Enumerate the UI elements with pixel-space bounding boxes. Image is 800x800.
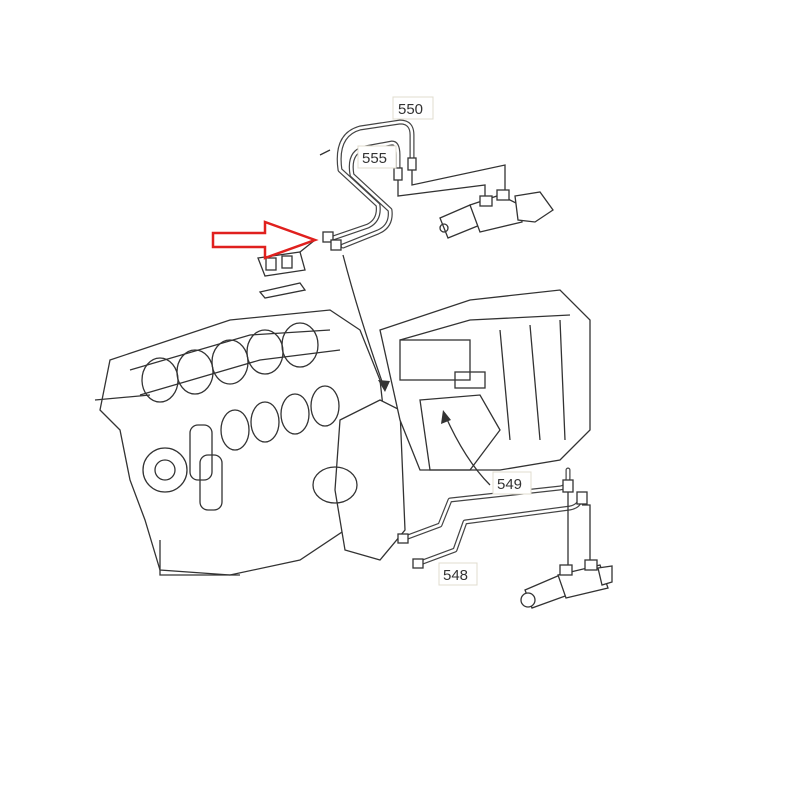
label-555: 555 <box>357 145 397 169</box>
highlight-arrow <box>211 220 319 260</box>
bracket <box>257 251 307 299</box>
label-550: 550 <box>392 96 434 120</box>
engine-block <box>94 309 391 576</box>
label-548: 548 <box>438 562 478 586</box>
part-number-550: 550 <box>398 101 423 118</box>
transmission <box>312 289 591 561</box>
pipe-550 <box>322 119 417 251</box>
master-cylinder-bottom <box>520 559 613 609</box>
part-number-549: 549 <box>497 476 522 493</box>
pipe-549-548 <box>397 467 588 569</box>
label-549: 549 <box>492 471 532 495</box>
part-number-548: 548 <box>443 567 468 584</box>
master-cylinder-top <box>439 189 554 239</box>
part-number-555: 555 <box>362 150 387 167</box>
